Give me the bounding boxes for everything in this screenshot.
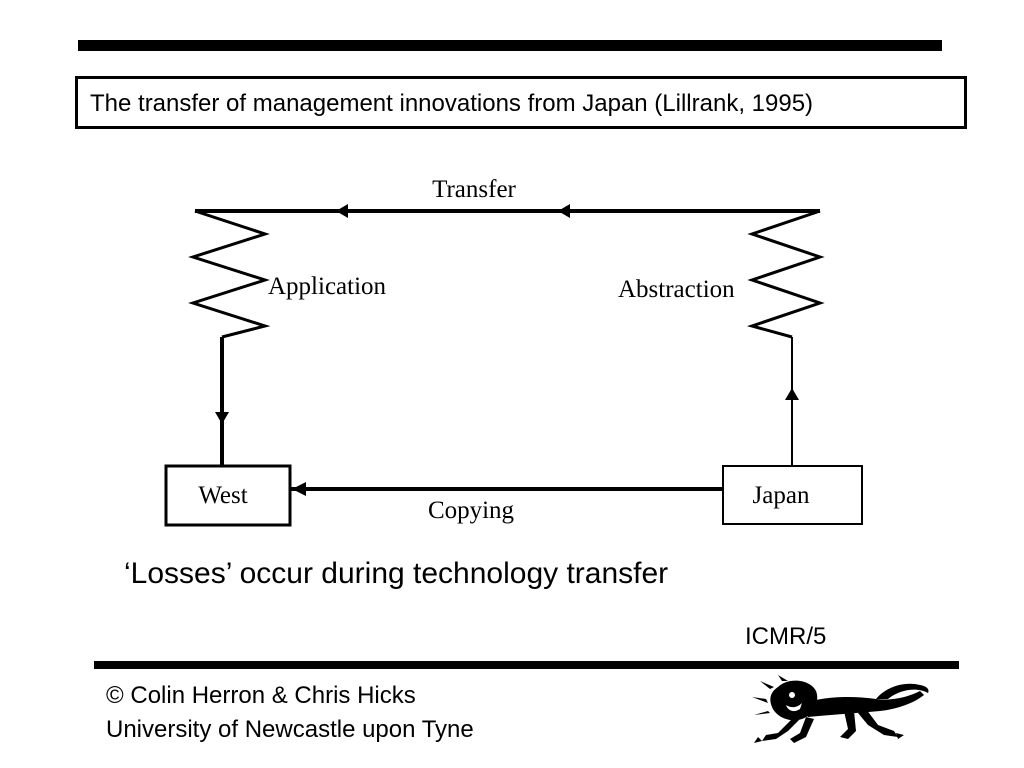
japan-node-box	[722, 465, 863, 525]
credit-line: © Colin Herron & Chris Hicks	[106, 682, 416, 710]
abstraction-zigzag	[746, 209, 825, 339]
heraldic-lion-logo-icon	[752, 675, 929, 743]
slide-title-box: The transfer of management innovations f…	[75, 76, 967, 129]
slide-title: The transfer of management innovations f…	[90, 90, 814, 117]
application-zigzag	[188, 209, 271, 339]
japan-node-label: Japan	[753, 482, 810, 509]
credit-names: Colin Herron & Chris Hicks	[130, 682, 416, 709]
copying-label: Copying	[428, 497, 515, 524]
transfer-arrowhead-right	[558, 204, 570, 218]
west-node-label: West	[198, 482, 247, 509]
bottom-divider-rule	[94, 661, 959, 669]
top-divider-rule	[78, 40, 942, 51]
application-label: Application	[268, 273, 387, 300]
institution-name: University of Newcastle upon Tyne	[106, 716, 474, 743]
slide-caption: ‘Losses’ occur during technology transfe…	[124, 557, 669, 590]
abstraction-up-arrowhead	[785, 388, 799, 400]
copyright-symbol: ©	[106, 682, 124, 709]
transfer-label: Transfer	[432, 176, 516, 203]
slide-identifier: ICMR/5	[745, 623, 827, 650]
copying-arrowhead	[292, 482, 306, 496]
transfer-arrowhead-left	[336, 204, 348, 218]
west-node-box	[164, 464, 292, 527]
abstraction-label: Abstraction	[618, 276, 735, 303]
application-down-arrowhead	[215, 412, 229, 424]
